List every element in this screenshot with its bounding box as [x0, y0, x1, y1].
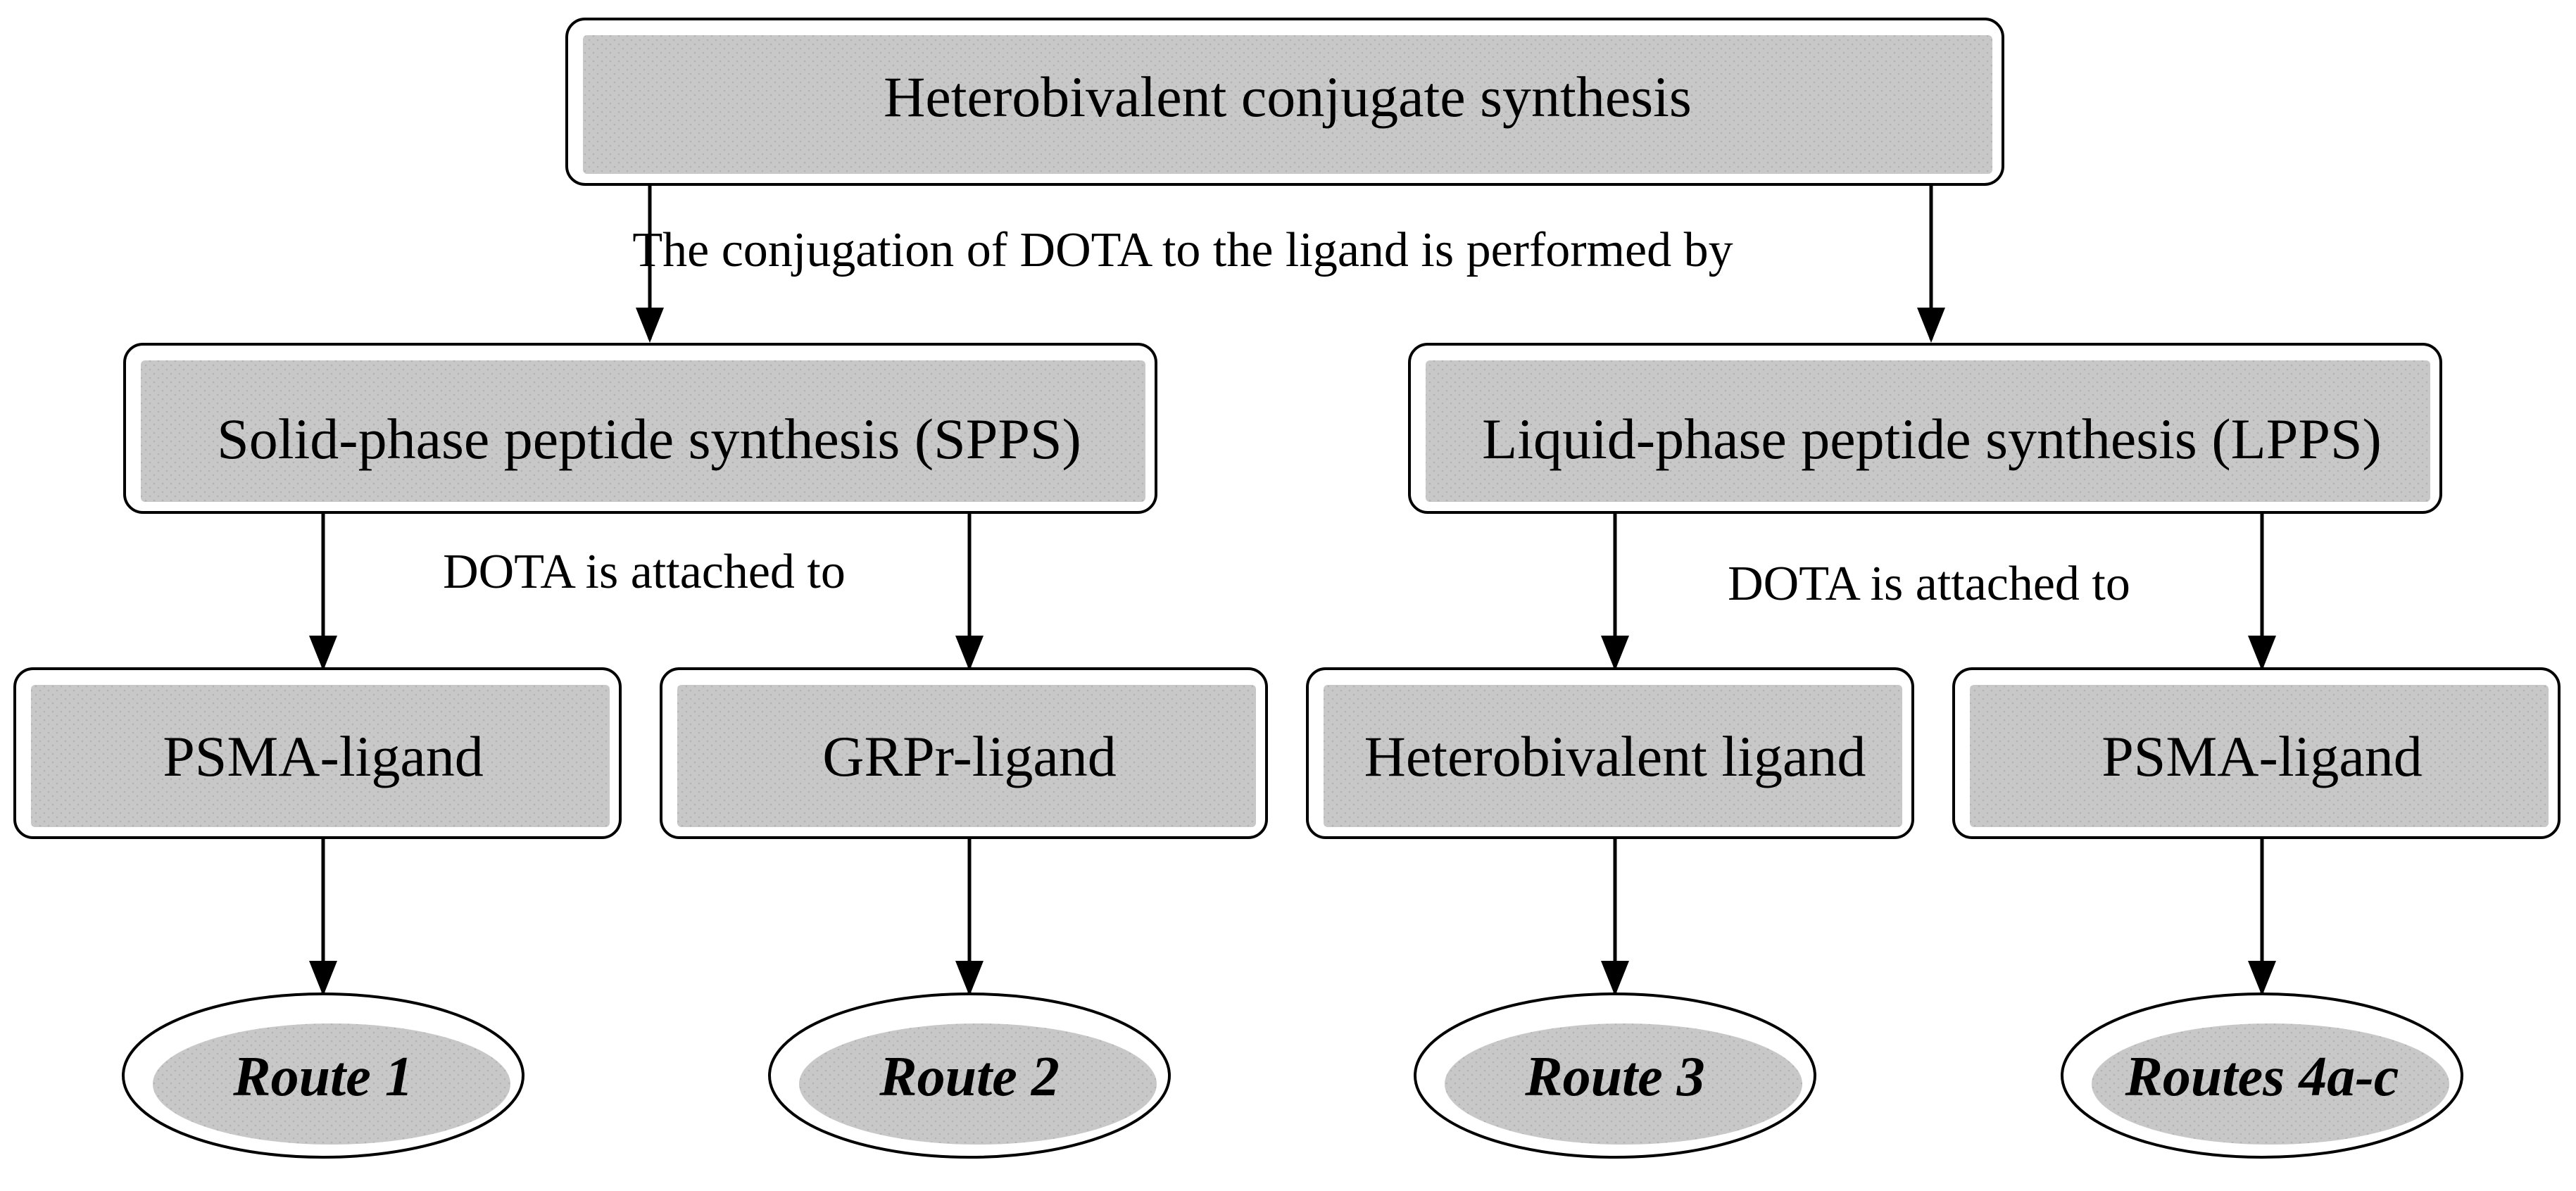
route-1-oval: Route 1: [122, 992, 524, 1159]
root-caption: The conjugation of DOTA to the ligand is…: [632, 223, 1733, 277]
route-2-oval: Route 2: [768, 992, 1171, 1159]
grpr-ligand-box: GRPr-ligand: [660, 667, 1268, 839]
lpps-caption: DOTA is attached to: [1728, 557, 2130, 611]
spps-caption: DOTA is attached to: [443, 545, 846, 599]
heterobivalent-ligand-box: Heterobivalent ligand: [1306, 667, 1914, 839]
route-4-oval: Routes 4a-c: [2061, 992, 2463, 1159]
route-3-label: Route 3: [1524, 1046, 1705, 1108]
route-1-label: Route 1: [232, 1046, 413, 1108]
root-box: Heterobivalent conjugate synthesis: [565, 18, 2004, 186]
route-2-label: Route 2: [879, 1046, 1060, 1108]
psma-ligand-lpps-label: PSMA-ligand: [2101, 724, 2423, 788]
psma-ligand-box-lpps: PSMA-ligand: [1952, 667, 2561, 839]
connectors: [309, 184, 2276, 996]
grpr-ligand-label: GRPr-ligand: [822, 724, 1116, 788]
spps-box: Solid-phase peptide synthesis (SPPS): [123, 343, 1157, 514]
lpps-box-label: Liquid-phase peptide synthesis (LPPS): [1482, 407, 2382, 471]
route-4-label: Routes 4a-c: [2125, 1046, 2399, 1108]
root-box-label: Heterobivalent conjugate synthesis: [884, 65, 1692, 129]
psma-ligand-box-spps: PSMA-ligand: [13, 667, 622, 839]
psma-ligand-spps-label: PSMA-ligand: [163, 724, 484, 788]
heterobivalent-ligand-label: Heterobivalent ligand: [1364, 724, 1866, 788]
lpps-box: Liquid-phase peptide synthesis (LPPS): [1408, 343, 2442, 514]
route-3-oval: Route 3: [1414, 992, 1816, 1159]
spps-box-label: Solid-phase peptide synthesis (SPPS): [217, 407, 1081, 471]
